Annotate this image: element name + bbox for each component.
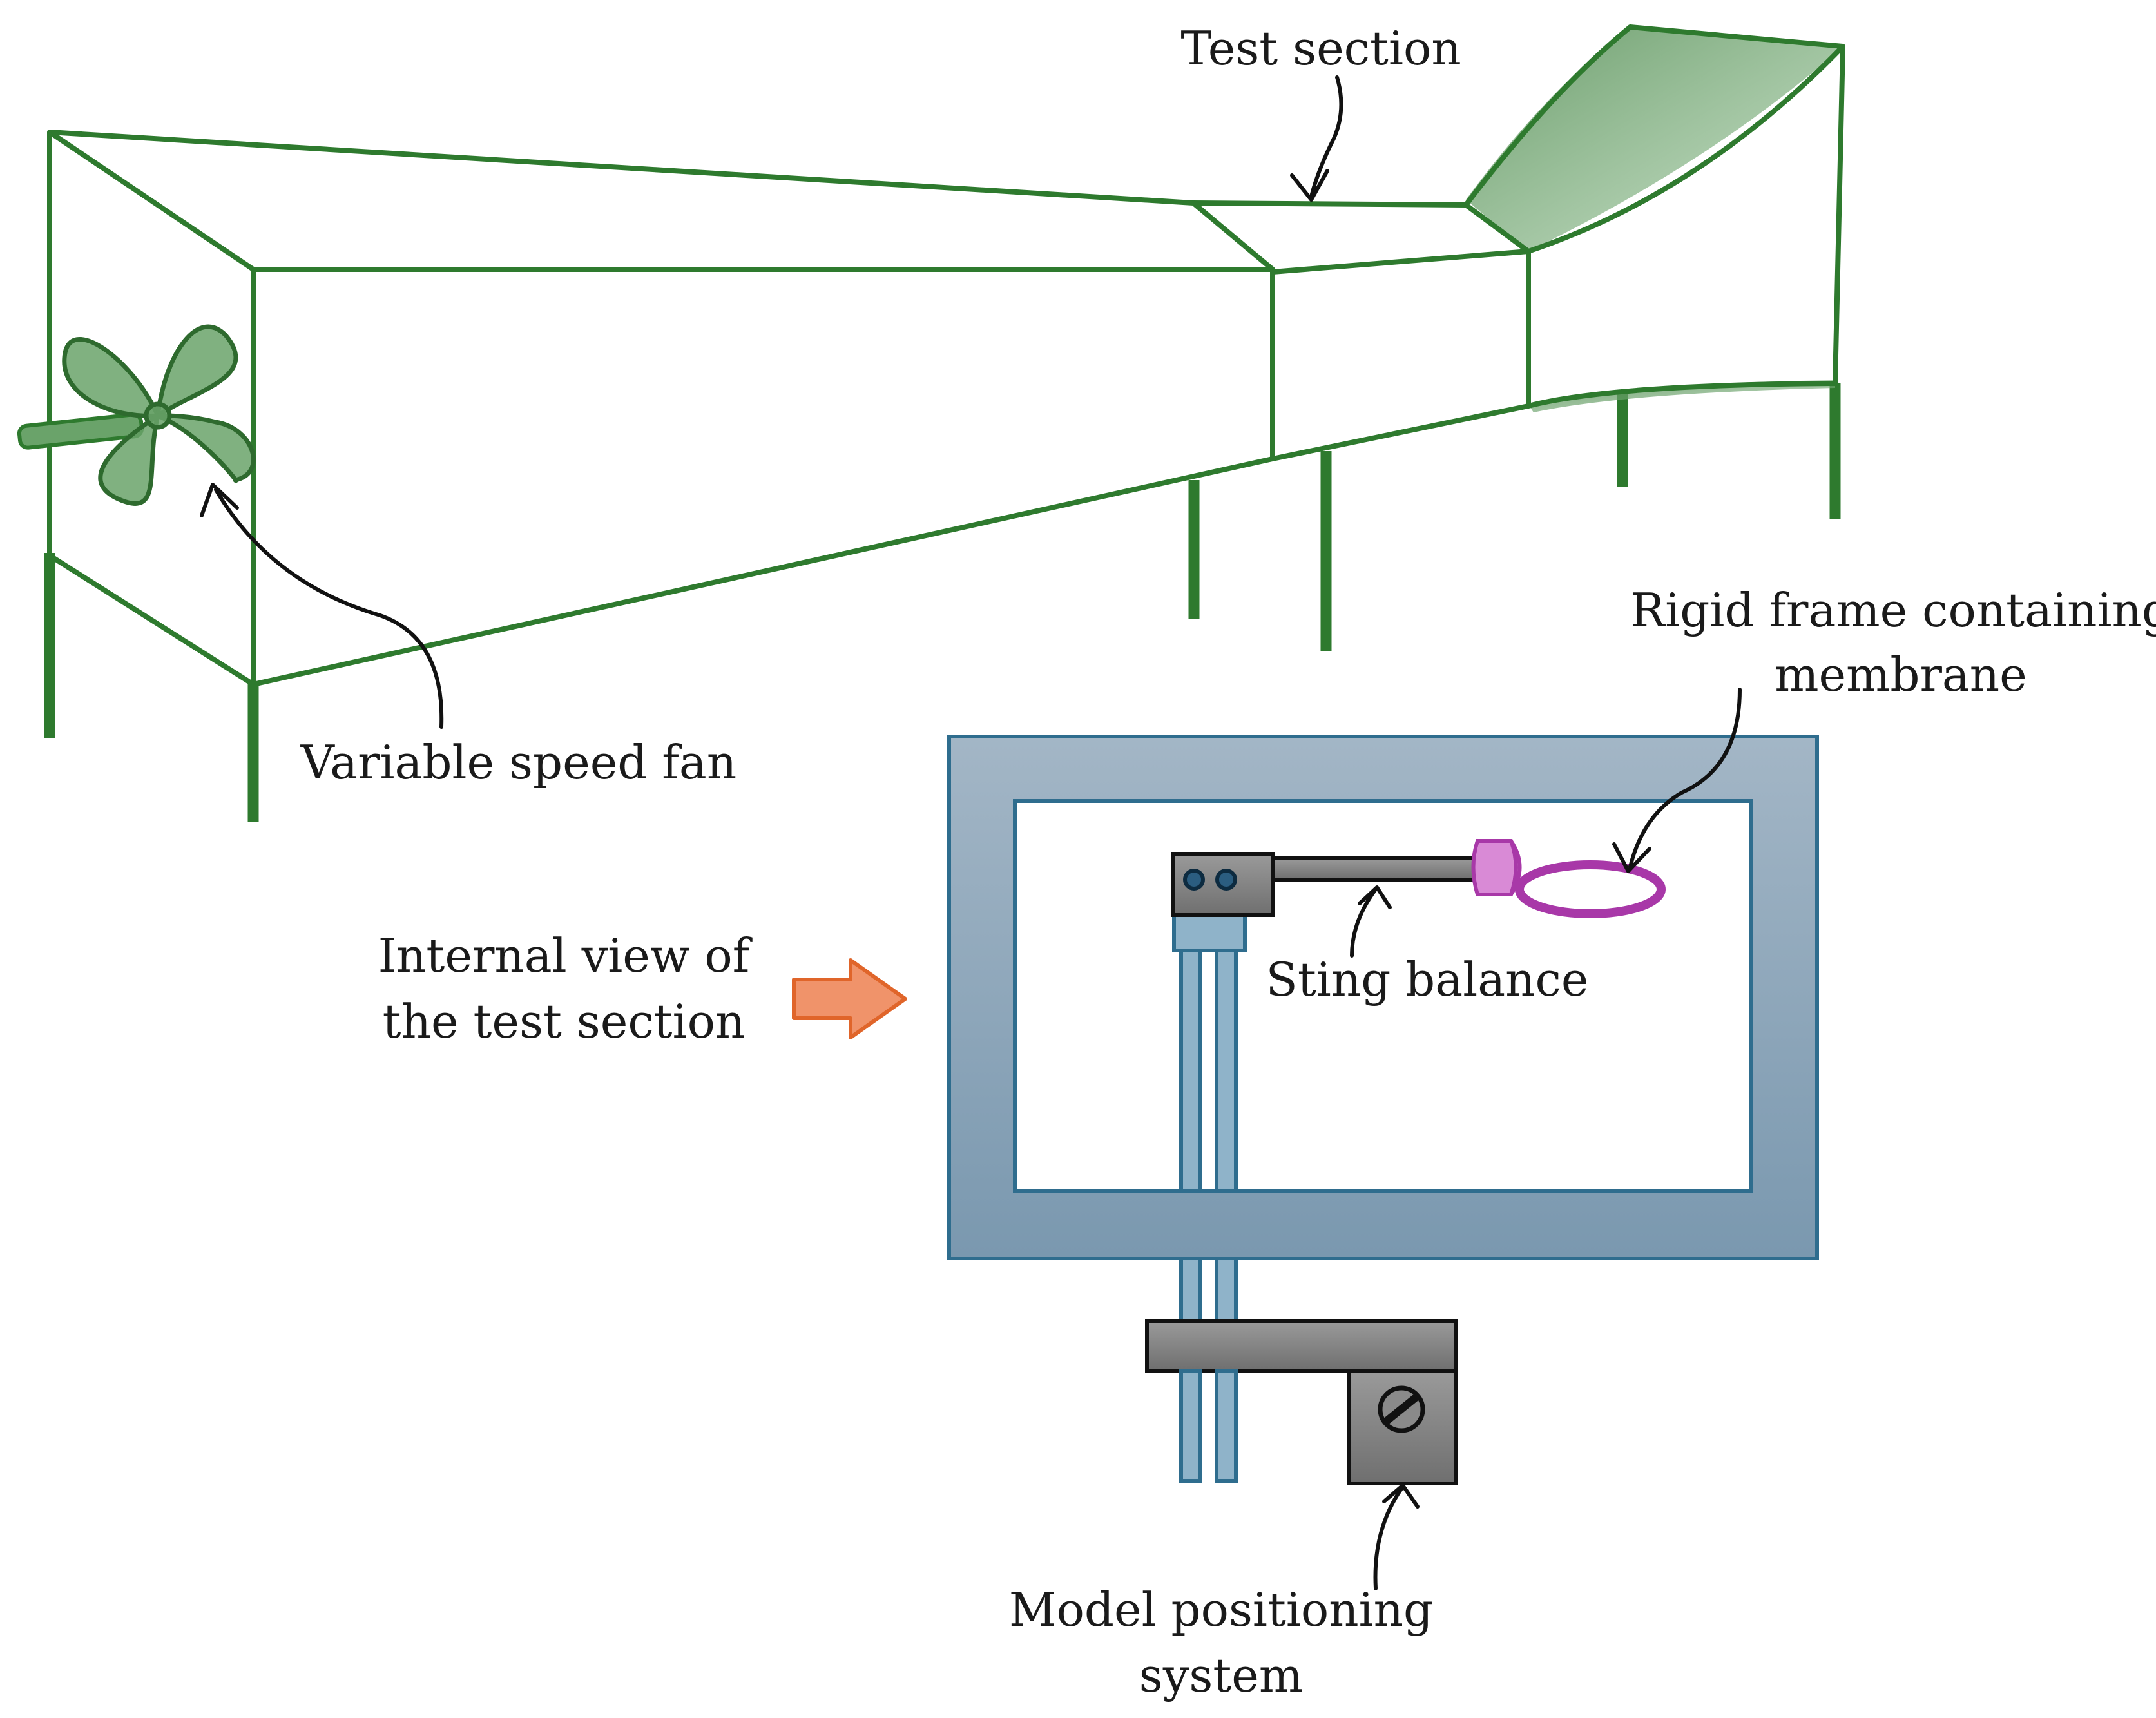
test-section-arrowhead bbox=[1290, 169, 1329, 202]
holder-bolt-1 bbox=[1183, 869, 1205, 891]
label-rigid-frame-line2: membrane bbox=[1775, 648, 2027, 702]
positioning-pointer bbox=[1373, 1487, 1403, 1590]
label-model-positioning-line1: Model positioning bbox=[1009, 1583, 1433, 1637]
label-model-positioning-line2: system bbox=[1139, 1648, 1303, 1703]
arrow-right-icon bbox=[792, 958, 907, 1039]
screw-icon bbox=[1378, 1385, 1425, 1433]
diffuser bbox=[47, 130, 1275, 687]
rod-left-front bbox=[1179, 1369, 1202, 1483]
label-sting-balance: Sting balance bbox=[1266, 952, 1589, 1007]
fan-hub bbox=[144, 401, 172, 430]
rod-right-front bbox=[1215, 1369, 1238, 1483]
membrane-mount-ring bbox=[1509, 840, 1522, 896]
tunnel-legs bbox=[44, 383, 1841, 822]
label-rigid-frame-line1: Rigid frame containing bbox=[1630, 583, 2156, 637]
membrane-pointer bbox=[1628, 688, 1742, 869]
fan-blade-1 bbox=[62, 337, 160, 418]
sting-arrowhead bbox=[1358, 885, 1392, 909]
sting-pointer bbox=[1350, 887, 1378, 958]
test-section-box bbox=[1191, 200, 1531, 461]
contraction-bottom-surface bbox=[1528, 380, 1835, 412]
rod-right-inner bbox=[1215, 929, 1238, 1193]
holder-bolt-2 bbox=[1215, 869, 1237, 891]
test-section-frame bbox=[947, 735, 1819, 1260]
positioning-bar bbox=[1145, 1319, 1458, 1373]
label-internal-view-line1: Internal view of bbox=[378, 929, 753, 983]
internal-view: Rigid frame containing membrane Internal… bbox=[378, 583, 2156, 1703]
fan-arrowhead bbox=[200, 483, 239, 517]
fan-blade-2 bbox=[155, 324, 238, 418]
fan-blade-3 bbox=[155, 413, 256, 483]
fan-pointer bbox=[214, 488, 444, 729]
sting-holder bbox=[1171, 852, 1275, 917]
positioning-arrowhead bbox=[1382, 1483, 1420, 1509]
label-internal-view-line2: the test section bbox=[383, 994, 746, 1048]
membrane-arrowhead bbox=[1612, 842, 1651, 873]
wind-tunnel: Test section Variable speed fan bbox=[17, 21, 1845, 822]
membrane-mount bbox=[1471, 839, 1518, 896]
label-test-section: Test section bbox=[1180, 21, 1461, 75]
contraction-cone bbox=[1463, 24, 1845, 409]
sting-rod bbox=[1271, 856, 1479, 882]
fan-icon bbox=[17, 324, 256, 506]
rigid-frame-membrane bbox=[1515, 860, 1666, 918]
rod-left-inner bbox=[1179, 929, 1202, 1193]
fan-blade-4 bbox=[98, 413, 160, 506]
label-variable-speed-fan: Variable speed fan bbox=[300, 735, 736, 789]
test-section-pointer bbox=[1309, 75, 1343, 198]
contraction-top-surface bbox=[1466, 27, 1843, 251]
